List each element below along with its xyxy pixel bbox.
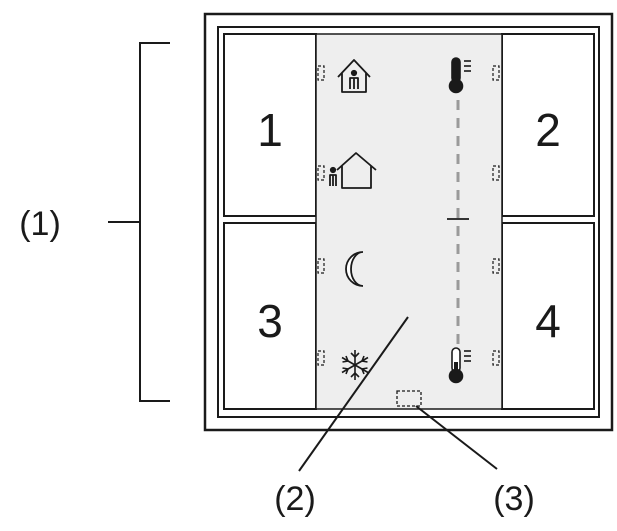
button-2[interactable]: 2 bbox=[501, 33, 595, 217]
frost-protection-icon bbox=[341, 350, 369, 380]
edge-markers bbox=[317, 65, 500, 366]
display-panel bbox=[315, 33, 503, 410]
button-4-label: 4 bbox=[535, 295, 561, 347]
callout-3-leader bbox=[415, 405, 498, 470]
thermometer-low-icon bbox=[448, 347, 471, 384]
button-2-label: 2 bbox=[535, 104, 561, 156]
callout-2-leader bbox=[298, 316, 409, 472]
led-indicator bbox=[396, 390, 422, 407]
button-4[interactable]: 4 bbox=[501, 222, 595, 410]
callout-1: (1) bbox=[19, 205, 61, 243]
button-3-label: 3 bbox=[257, 295, 283, 347]
callout-3: (3) bbox=[493, 480, 535, 518]
night-moon-icon bbox=[345, 251, 364, 287]
away-icon bbox=[329, 152, 377, 189]
thermometer-high-icon bbox=[448, 57, 471, 94]
button-1[interactable]: 1 bbox=[223, 33, 317, 217]
home-comfort-icon bbox=[337, 59, 371, 93]
button-1-label: 1 bbox=[257, 104, 283, 156]
button-3[interactable]: 3 bbox=[223, 222, 317, 410]
callout-2: (2) bbox=[274, 480, 316, 518]
group-bracket bbox=[139, 42, 170, 402]
